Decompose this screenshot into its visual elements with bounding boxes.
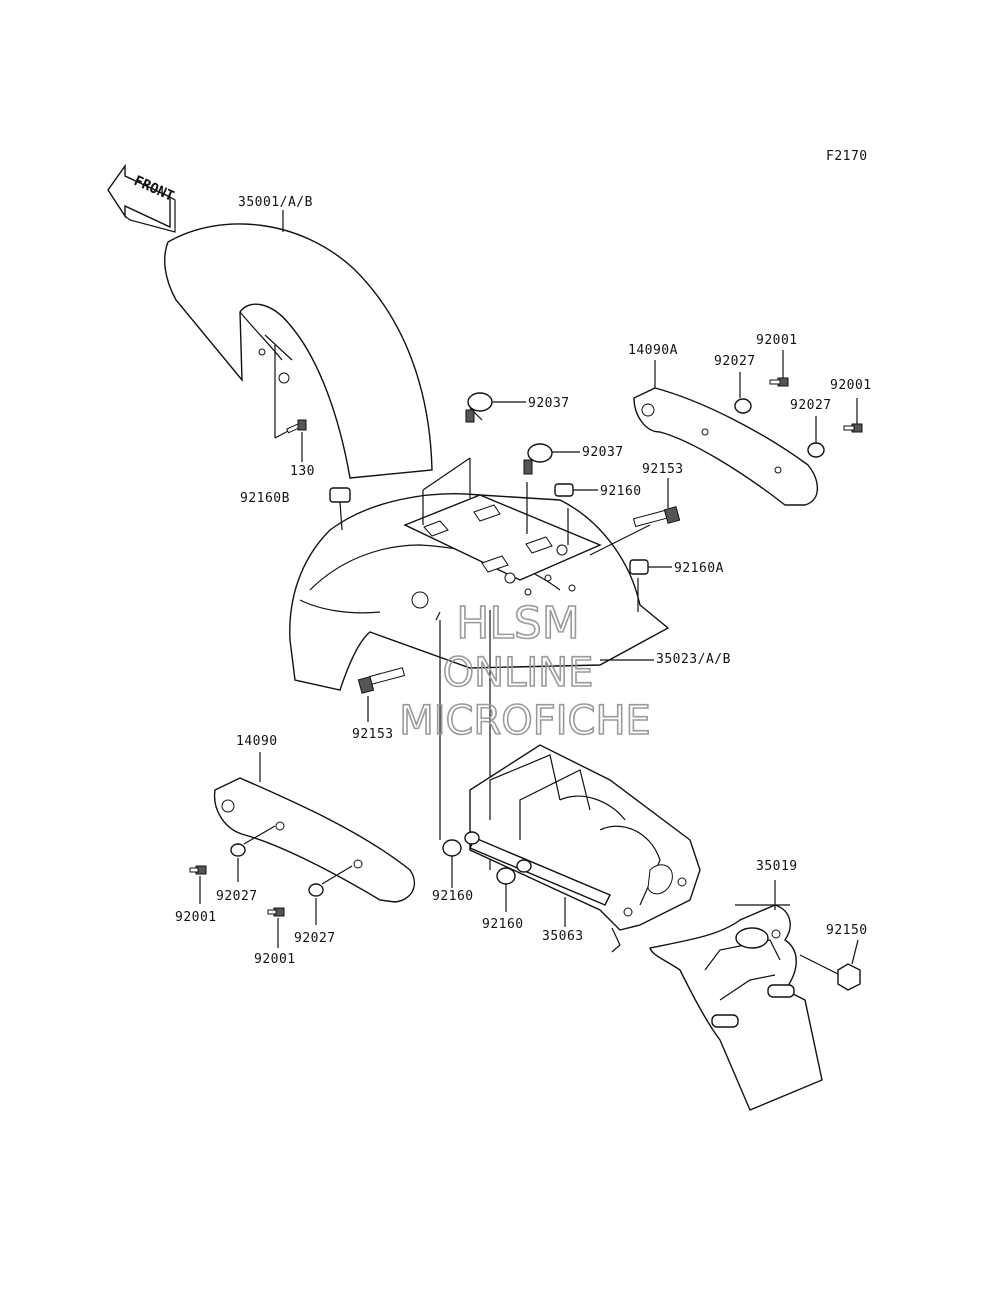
clamp-92037-upper — [465, 392, 493, 423]
callout-92037-upper: 92037 — [528, 396, 570, 411]
callout-92027-left-b: 92027 — [294, 931, 336, 946]
callout-35063: 35063 — [542, 929, 584, 944]
callout-92001-right-a: 92001 — [756, 333, 798, 348]
grommet-92160a — [629, 559, 649, 575]
svg-text:HLSM: HLSM — [456, 598, 580, 649]
svg-text:ONLINE: ONLINE — [443, 650, 594, 696]
washer-92027-right-b — [807, 442, 825, 458]
callout-92027-left-a: 92027 — [216, 889, 258, 904]
bolt-92153-left — [357, 667, 406, 694]
front-arrow-icon: FRONT — [107, 163, 176, 233]
bolt-92153-right — [632, 506, 681, 528]
grommet-92160b — [329, 487, 351, 503]
washer-92027-right-a — [734, 398, 752, 414]
diagram-code: F2170 — [826, 149, 868, 164]
callout-14090a: 14090A — [628, 343, 678, 358]
callout-92153-right: 92153 — [642, 462, 684, 477]
callout-92001-right-b: 92001 — [830, 378, 872, 393]
callout-92160a: 92160A — [674, 561, 724, 576]
callout-92160b: 92160B — [240, 491, 290, 506]
watermark: HLSM ONLINE MICROFICHE — [398, 597, 651, 745]
side-cover-14090 — [213, 752, 415, 903]
callout-92160-lower-b: 92160 — [482, 917, 524, 932]
svg-text:MICROFICHE: MICROFICHE — [399, 698, 651, 744]
callout-92153-left: 92153 — [352, 727, 394, 742]
washer-92027-left-a — [230, 843, 246, 857]
screw-92001-left-a — [189, 865, 207, 875]
callout-92027-right-a: 92027 — [714, 354, 756, 369]
callout-92037-lower: 92037 — [582, 445, 624, 460]
clamp-92037-lower — [523, 443, 553, 475]
callout-92027-right-b: 92027 — [790, 398, 832, 413]
license-bracket-35019 — [649, 880, 823, 1111]
screw-92001-right-b — [843, 423, 863, 433]
screw-92001-left-b — [267, 907, 285, 917]
screw-92001-right-a — [769, 377, 789, 387]
washer-92027-left-b — [308, 883, 324, 897]
callout-92150: 92150 — [826, 923, 868, 938]
callout-35019: 35019 — [756, 859, 798, 874]
callout-35001: 35001/A/B — [238, 195, 313, 210]
bolt-92150 — [799, 954, 861, 991]
side-cover-14090a — [633, 360, 819, 506]
callout-92001-left-a: 92001 — [175, 910, 217, 925]
inner-fender-35063 — [469, 744, 701, 953]
rear-fender — [289, 493, 670, 691]
front-fender — [164, 223, 433, 479]
callout-14090: 14090 — [236, 734, 278, 749]
callout-92160-lower-a: 92160 — [432, 889, 474, 904]
callout-92160-top: 92160 — [600, 484, 642, 499]
grommet-92160-top — [554, 483, 574, 497]
callout-92001-left-b: 92001 — [254, 952, 296, 967]
grommet-92160-lower-b — [496, 859, 532, 885]
callout-130: 130 — [290, 464, 315, 479]
bolt-130 — [286, 419, 307, 434]
callout-35023: 35023/A/B — [656, 652, 731, 667]
